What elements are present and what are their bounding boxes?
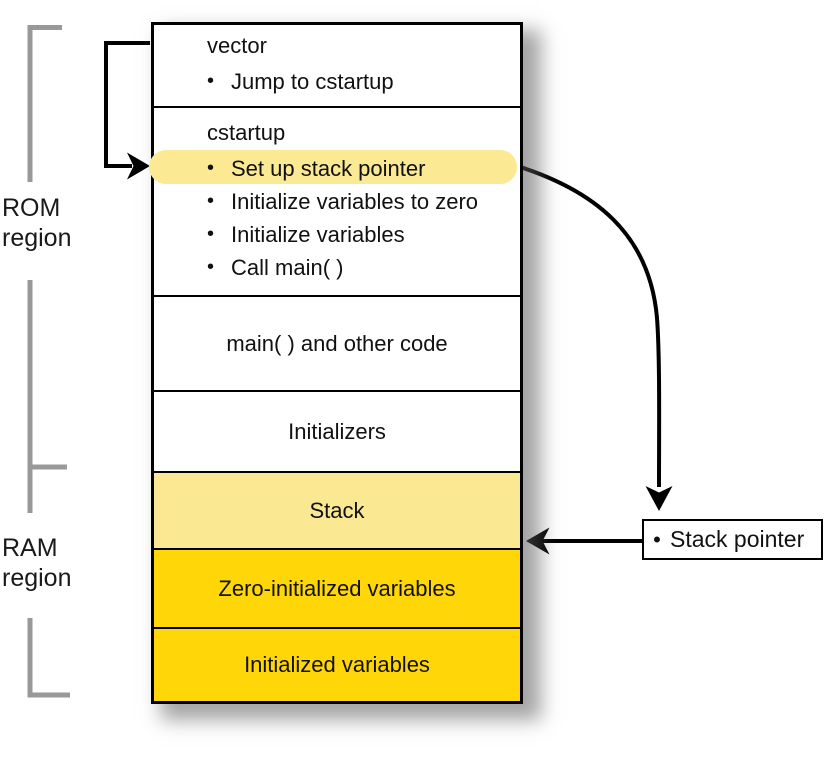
stack-pointer-box: • Stack pointer	[642, 519, 823, 560]
region-bracket	[27, 25, 70, 698]
stack-pointer-label: Stack pointer	[670, 526, 805, 552]
bracket-top-corner	[27, 25, 62, 182]
jump-arrow-head-right-icon	[127, 152, 150, 180]
section-stack: Stack	[154, 471, 520, 548]
ram-region-label: RAM region	[2, 533, 72, 593]
bullet-icon: •	[207, 256, 215, 278]
pointer-arrow-head-left-icon	[526, 527, 550, 555]
rom-label-line1: ROM	[2, 194, 61, 222]
bullet-icon: •	[207, 223, 215, 245]
bullet-icon: •	[207, 190, 215, 212]
bullet-icon: •	[207, 157, 215, 179]
cstartup-bullets: • Set up stack pointer • Initialize vari…	[207, 152, 520, 284]
bullet-text: Call main( )	[231, 255, 344, 280]
bullet-item: • Call main( )	[207, 251, 520, 284]
section-zero-initialized-variables: Zero-initialized variables	[154, 548, 520, 627]
bullet-item: • Initialize variables	[207, 218, 520, 251]
section-vector: vector • Jump to cstartup	[154, 25, 520, 106]
bullet-text: Jump to cstartup	[231, 69, 394, 94]
cstartup-title: cstartup	[207, 120, 286, 145]
curved-arrow-line	[499, 159, 662, 488]
highlight-pill	[149, 150, 517, 184]
bullet-item: • Initialize variables to zero	[207, 185, 520, 218]
section-label: Stack	[309, 497, 365, 523]
ram-label-line1: RAM	[2, 534, 58, 562]
section-label: Initializers	[288, 418, 386, 444]
rom-label-line2: region	[2, 224, 72, 252]
bullet-text: Initialize variables	[231, 222, 405, 247]
bullet-item: • Jump to cstartup	[207, 65, 520, 98]
memory-map-box: vector • Jump to cstartup cstartup • Set…	[149, 22, 523, 704]
bullet-text: Set up stack pointer	[231, 156, 426, 181]
bullet-icon: •	[207, 70, 215, 92]
bracket-bottom-corner	[27, 618, 70, 698]
section-label: main( ) and other code	[226, 330, 448, 356]
ram-label-line2: region	[2, 564, 72, 592]
section-initialized-variables: Initialized variables	[154, 627, 520, 701]
bullet-item-highlighted: • Set up stack pointer	[207, 152, 520, 185]
bullet-text: Initialize variables to zero	[231, 189, 479, 214]
jump-to-cstartup-arrow	[104, 41, 150, 180]
jump-arrow-line	[104, 41, 150, 168]
section-label: Zero-initialized variables	[218, 575, 456, 601]
stack-pointer-bullet-icon: •	[653, 526, 661, 552]
vector-title: vector	[207, 33, 267, 58]
section-main-code: main( ) and other code	[154, 295, 520, 390]
section-label: Initialized variables	[244, 652, 430, 677]
rom-region-label: ROM region	[2, 193, 72, 253]
curved-arrow-head-down-icon	[645, 486, 673, 511]
vector-bullets: • Jump to cstartup	[207, 65, 520, 98]
section-initializers: Initializers	[154, 390, 520, 471]
section-cstartup: cstartup • Set up stack pointer • Initia…	[149, 106, 520, 295]
set-stack-pointer-arrow	[499, 159, 673, 511]
